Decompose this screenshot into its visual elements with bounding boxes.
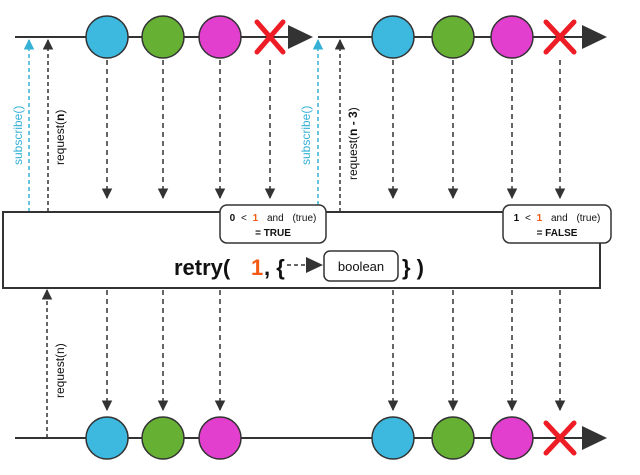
arrow-head-icon [288,25,313,49]
marble-blue [371,15,415,59]
request-n-minus-3-label: request(n - 3) [346,107,360,180]
marble-green [141,416,185,460]
svg-text:= FALSE: = FALSE [537,228,578,239]
arrow-head-icon [582,25,607,49]
svg-text:= TRUE: = TRUE [255,228,291,239]
request-n-label: request(n) [53,110,67,165]
svg-text:} ): } ) [402,255,424,280]
marble-magenta [198,15,242,59]
marble-blue [85,416,129,460]
svg-text:, {: , { [264,255,285,280]
marble-green [141,15,185,59]
x-mark-icon [254,19,286,55]
condition-box-second: 1 < 1 and (true) = FALSE [502,204,612,244]
marble-blue [371,416,415,460]
request-n-bottom-label: request(n) [53,343,67,398]
condition-box-first: 0 < 1 and (true) = TRUE [219,204,327,244]
x-mark-icon [543,19,577,55]
marble-magenta [490,15,534,59]
arrow-head-icon [582,426,607,450]
subscribe-label: subscribe() [11,106,25,165]
marble-blue [85,15,129,59]
svg-text:1 < 1 and: 1 < 1 and (true) [514,213,601,224]
marble-green [431,416,475,460]
arrow-head-icon [306,257,323,273]
marble-magenta [490,416,534,460]
x-mark-icon [543,420,577,456]
svg-text:boolean: boolean [338,259,384,274]
operator-label: retry( 1 , { boolean } ) [174,250,424,282]
marble-magenta [198,416,242,460]
predicate-box [323,250,399,282]
subscribe-label-second: subscribe() [299,106,313,165]
marble-green [431,15,475,59]
svg-text:retry(: retry( [174,255,231,280]
svg-text:1: 1 [251,255,263,280]
svg-text:0 < 1 and: 0 < 1 and (true) [230,213,317,224]
